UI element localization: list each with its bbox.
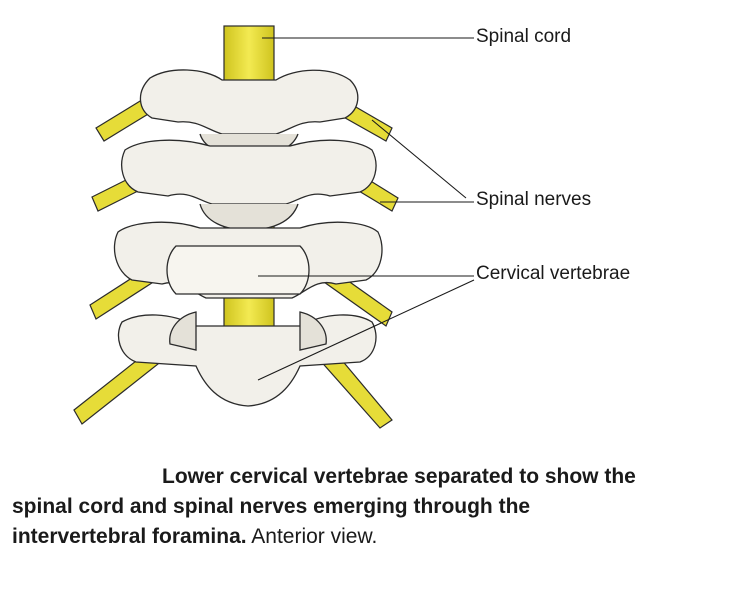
leader-lines [257, 37, 475, 381]
caption-line-1: Lower cervical vertebrae separated to sh… [162, 465, 636, 488]
caption-line-2: spinal cord and spinal nerves emerging t… [12, 495, 531, 518]
leader-cervical-2 [257, 279, 475, 381]
label-spinal-cord: Spinal cord [476, 26, 572, 47]
cervical-spine-illustration [73, 25, 475, 429]
vertebra-2 [121, 139, 377, 231]
leader-spinal-nerves-1 [371, 119, 467, 199]
label-cervical-vertebrae: Cervical vertebrae [476, 263, 631, 284]
caption-line-3-regular: Anterior view. [246, 525, 378, 548]
figure-caption: Lower cervical vertebrae separated to sh… [12, 462, 727, 552]
label-spinal-nerves: Spinal nerves [476, 189, 592, 210]
vertebra-3 [113, 221, 383, 299]
caption-line-3-bold: intervertebral foramina. [12, 525, 247, 548]
vertebra-4 [117, 311, 377, 407]
